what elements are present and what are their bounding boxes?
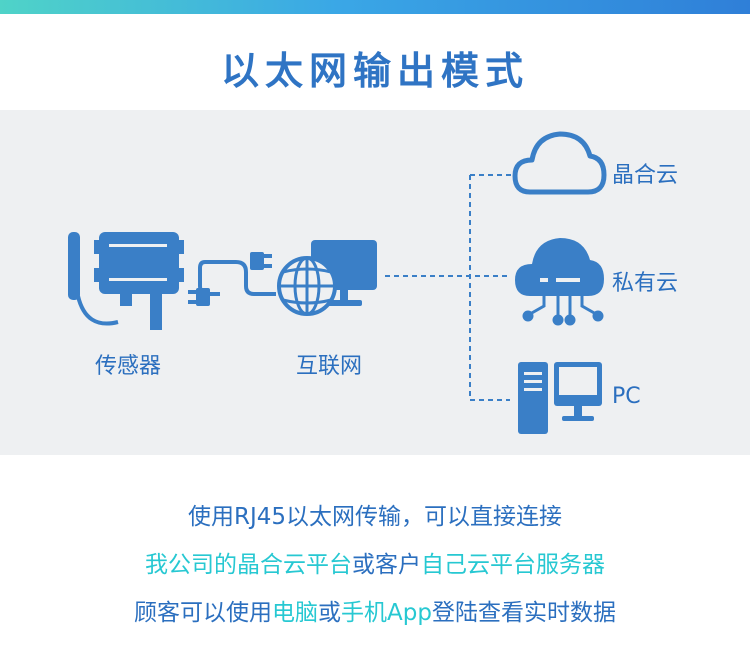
- desc-line-2-c: 自己云平台服务器: [421, 552, 605, 578]
- pc-label: PC: [612, 384, 641, 409]
- page-title: 以太网输出模式: [220, 49, 529, 93]
- connector-lines: [385, 174, 514, 401]
- cloud1-label: 晶合云: [612, 163, 679, 188]
- desc-line-3-d: 手机App: [341, 600, 432, 626]
- desc-line-2-a: 我公司的晶合云平台: [145, 552, 352, 578]
- sensor-label: 传感器: [95, 354, 162, 379]
- cloud2-label: 私有云: [612, 271, 679, 296]
- desc-line-1: 使用RJ45以太网传输，可以直接连接: [187, 504, 563, 530]
- desc-line-3-a: 顾客可以使用: [134, 600, 273, 626]
- desc-line-3: 顾客可以使用电脑或手机App登陆查看实时数据: [0, 593, 750, 627]
- desc-line-3-b: 电脑: [272, 600, 319, 626]
- sensor-icon: [68, 232, 184, 330]
- desc-line-2: 我公司的晶合云平台或客户自己云平台服务器: [0, 545, 750, 579]
- internet-label: 互联网: [296, 354, 363, 379]
- private-cloud-icon: [515, 238, 604, 326]
- internet-icon: [277, 240, 377, 316]
- desc-line-3-c: 或: [318, 600, 342, 626]
- top-gradient-bar: [0, 0, 750, 14]
- cable-icon: [188, 252, 276, 306]
- cloud-icon: [512, 131, 607, 195]
- desc-line-3-e: 登陆查看实时数据: [431, 600, 616, 626]
- pc-icon: [518, 362, 602, 434]
- desc-line-2-b: 或客户: [352, 552, 421, 578]
